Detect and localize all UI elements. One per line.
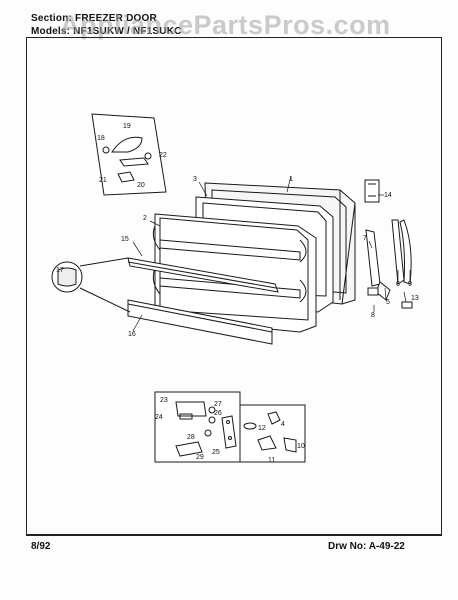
callout-3: 3 (193, 176, 197, 183)
diagram-frame (26, 37, 442, 535)
detail-magnifier (51, 257, 131, 313)
callout-14: 14 (384, 192, 392, 199)
door-shelf-bar (127, 257, 279, 293)
callout-13: 13 (411, 295, 419, 302)
inner-door-liner (152, 213, 317, 333)
callout-7: 7 (363, 235, 367, 242)
callout-28: 28 (187, 434, 195, 441)
callout-12: 12 (258, 425, 266, 432)
section-title: Section: FREEZER DOOR (31, 13, 157, 24)
callout-16: 16 (128, 331, 136, 338)
leader-lines (132, 175, 411, 332)
callout-6: 6 (396, 281, 400, 288)
callout-23: 23 (160, 397, 168, 404)
callout-17: 17 (56, 267, 64, 274)
callout-1: 1 (289, 176, 293, 183)
watermark: AppliancePartsPros.com (60, 10, 391, 40)
footer-rule (26, 535, 442, 536)
callout-20: 20 (137, 182, 145, 189)
callout-10: 10 (297, 443, 305, 450)
callout-22: 22 (159, 152, 167, 159)
hinge-inset-top (91, 113, 167, 196)
callout-25: 25 (212, 449, 220, 456)
callout-8: 8 (371, 312, 375, 319)
callout-labels: 1 2 3 4 5 6 7 8 9 10 11 12 13 14 15 16 1… (56, 123, 419, 464)
handle-assembly (364, 179, 413, 309)
callout-2: 2 (143, 215, 147, 222)
callout-21: 21 (99, 177, 107, 184)
callout-27: 27 (214, 401, 222, 408)
callout-5: 5 (386, 299, 390, 306)
callout-4: 4 (281, 421, 285, 428)
callout-29: 29 (196, 454, 204, 461)
hinge-inset-bottom-left (154, 391, 241, 463)
callout-9: 9 (408, 281, 412, 288)
callout-18: 18 (97, 135, 105, 142)
revision-date: 8/92 (31, 541, 51, 552)
drawing-number: Drw No: A-49-22 (328, 541, 405, 552)
callout-11: 11 (268, 457, 275, 464)
callout-19: 19 (123, 123, 131, 130)
callout-15: 15 (121, 236, 129, 243)
models-title: Models: NF1SUKW / NF1SUKC (31, 26, 182, 37)
hinge-inset-bottom-right (221, 404, 306, 463)
callout-24: 24 (155, 414, 163, 421)
callout-26: 26 (214, 410, 222, 417)
